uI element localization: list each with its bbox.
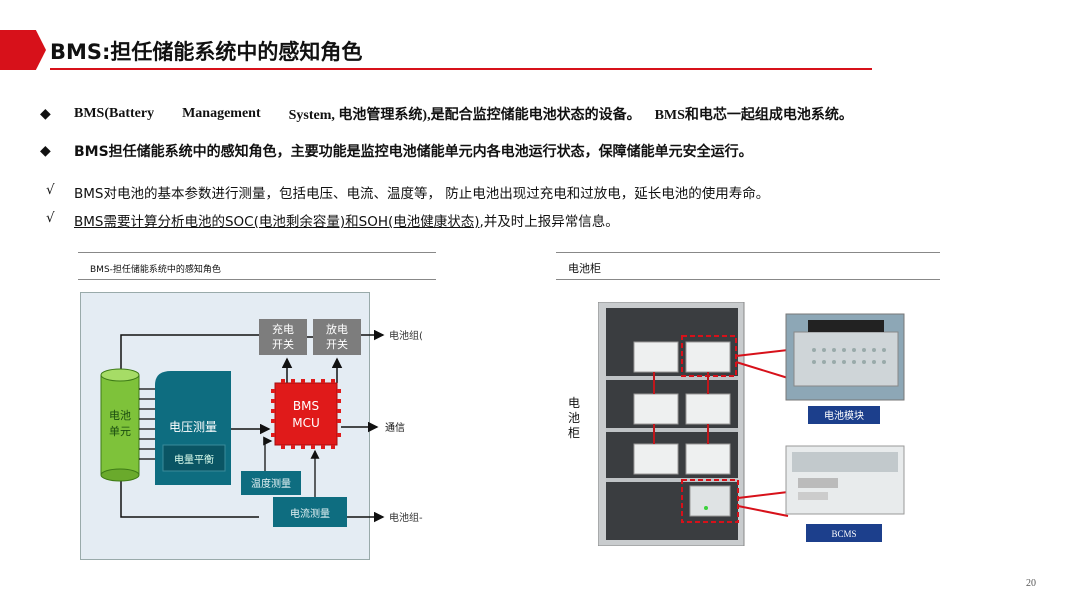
bcms-highlight [681,479,739,523]
bms-mcu-chip [274,382,338,446]
mcu-line1: BMS [293,399,319,413]
out-top-label: 电池组( [389,329,423,342]
page-title: BMS:担任储能系统中的感知角色 [50,40,363,64]
left-section-heading: BMS-担任储能系统中的感知角色 [78,252,436,280]
balance-block [162,444,226,472]
charge-switch-line1: 充电 [272,322,294,336]
check-item-2-underlined: BMS需要计算分析电池的SOC(电池剩余容量)和SOH(电池健康状态) [74,214,480,230]
bullet-2-text: BMS担任储能系统中的感知角色，主要功能是监控电池储能单元内各电池运行状态，保障… [74,144,753,160]
page-number: 20 [1026,578,1036,589]
top-wire [120,334,259,375]
check-item-2-rest: ,并及时上报异常信息。 [479,214,619,230]
diamond-bullet-icon: ◆ [40,106,51,122]
right-section-heading: 电池柜 [556,252,940,280]
bottom-wire [120,473,259,518]
module-label: 电池模块 [824,409,864,422]
current-block [273,497,347,527]
check-mark-icon: √ [46,182,55,198]
mcu-line2: MCU [292,416,320,430]
module-label-box [808,406,880,424]
bms-diagram: 充电 开关 放电 开关 电池组( 电池 单元 电压测量 [80,292,423,560]
discharge-switch [313,319,361,355]
discharge-switch-line1: 放电 [326,322,348,336]
diamond-bullet-icon: ◆ [40,143,51,159]
current-label: 电流测量 [290,507,330,520]
bullet-1-part-3: System, 电池管理系统),是配合监控储能电池状态的设备。 [288,108,641,123]
bullet-1-part-2: Management [182,106,261,121]
bcms-label: BCMS [831,529,856,539]
temperature-label: 温度测量 [251,477,291,490]
battery-unit-line1: 电池 [109,409,131,422]
check-item-1-text: BMS对电池的基本参数进行测量，包括电压、电流、温度等， 防止电池出现过充电和过… [74,186,770,202]
battery-unit-line2: 单元 [109,425,131,438]
bullet-1-part-4: BMS和电芯一起组成电池系统。 [654,108,853,123]
discharge-switch-line2: 开关 [326,337,348,351]
bcms-label-box [806,524,882,542]
check-item-1: √ BMS对电池的基本参数进行测量，包括电压、电流、温度等， 防止电池出现过充电… [46,182,769,202]
temperature-block [241,471,301,495]
cabinet-vertical-label: 电池柜 [568,396,581,440]
battery-cabinet-svg: 电池模块 BCMS [597,301,905,547]
bms-diagram-svg: 充电 开关 放电 开关 电池组( 电池 单元 电压测量 [100,319,423,527]
voltage-measure-label: 电压测量 [169,420,217,434]
charge-switch-line2: 开关 [272,337,294,351]
check-item-2: √ BMS需要计算分析电池的SOC(电池剩余容量)和SOH(电池健康状态) ,并… [46,210,619,230]
check-mark-icon: √ [46,210,55,226]
bullet-1-part-1: BMS(Battery [74,106,155,121]
bullet-1: ◆ BMS(Battery Management System, 电池管理系统)… [40,104,853,124]
bullet-2: ◆ BMS担任储能系统中的感知角色，主要功能是监控电池储能单元内各电池运行状态，… [40,141,753,161]
battery-cylinder [100,374,140,476]
title-underline [50,68,872,70]
charge-switch [259,319,307,355]
title-bar: BMS:担任储能系统中的感知角色 [0,30,880,74]
comm-label: 通信 [385,422,405,434]
out-bottom-label: 电池组- [389,511,423,524]
title-accent [0,30,46,70]
balance-label: 电量平衡 [174,453,214,466]
battery-cabinet-photo: 电池模块 BCMS [597,301,928,547]
